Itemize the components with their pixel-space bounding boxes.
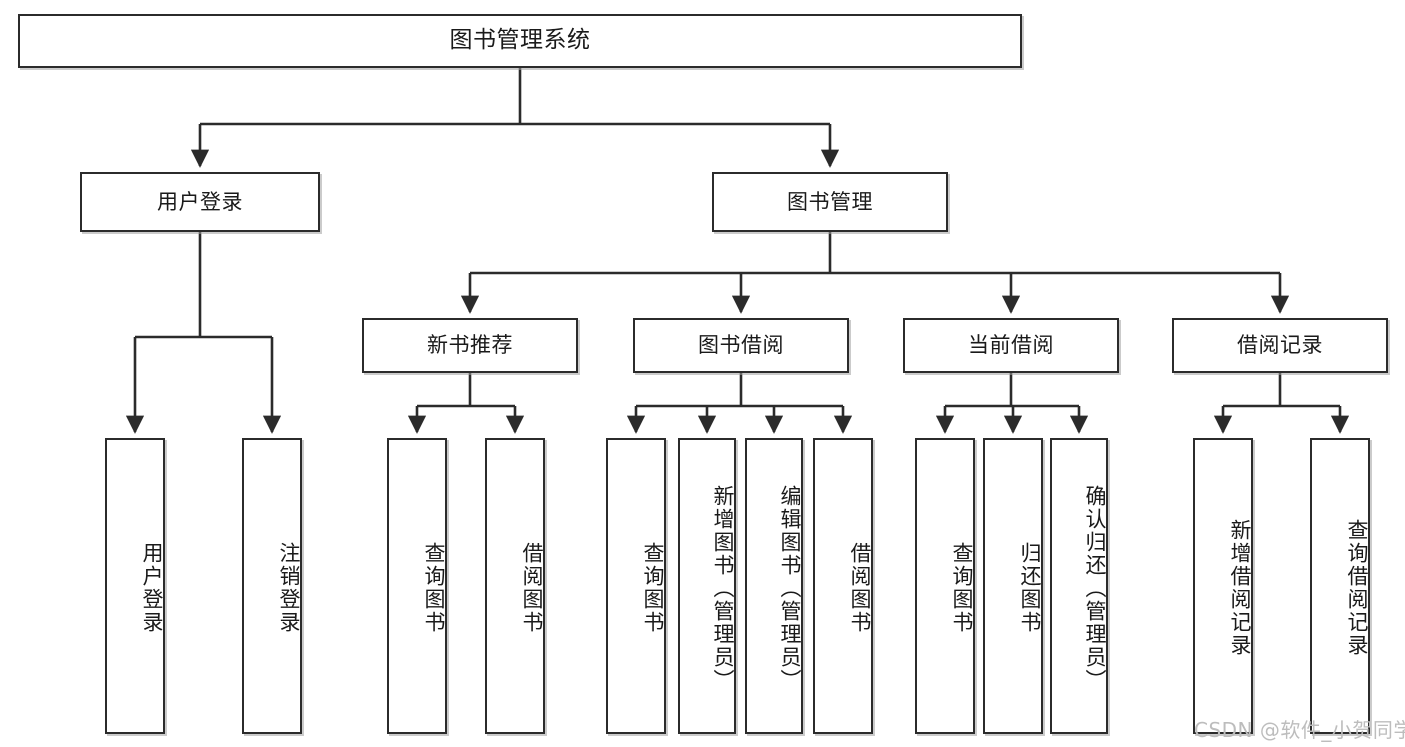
node-user-login-label: 用户登录 bbox=[157, 189, 243, 214]
node-book-borrow[interactable]: 图书借阅 bbox=[633, 318, 849, 373]
node-leaf-add-borrow-record[interactable]: 新增借阅记录 bbox=[1193, 438, 1253, 734]
node-leaf-return-book[interactable]: 归还图书 bbox=[983, 438, 1043, 734]
node-leaf-edit-book-admin[interactable]: 编辑图书（管理员） bbox=[745, 438, 803, 734]
node-leaf-query-book-recommend[interactable]: 查询图书 bbox=[387, 438, 447, 734]
node-root-label: 图书管理系统 bbox=[449, 27, 591, 54]
node-user-login[interactable]: 用户登录 bbox=[80, 172, 320, 232]
node-new-book-recommend-label: 新书推荐 bbox=[427, 333, 513, 358]
node-borrow-record-label: 借阅记录 bbox=[1237, 333, 1323, 358]
node-current-borrow-label: 当前借阅 bbox=[968, 333, 1054, 358]
node-leaf-return-book-label: 归还图书 bbox=[1018, 542, 1042, 634]
watermark-text: CSDN @软件_小贺同学 bbox=[1194, 718, 1405, 742]
node-leaf-query-book-borrow[interactable]: 查询图书 bbox=[606, 438, 666, 734]
node-root[interactable]: 图书管理系统 bbox=[18, 14, 1022, 68]
node-new-book-recommend[interactable]: 新书推荐 bbox=[362, 318, 578, 373]
node-leaf-borrow-book[interactable]: 借阅图书 bbox=[813, 438, 873, 734]
node-leaf-borrow-book-recommend-label: 借阅图书 bbox=[520, 542, 544, 634]
node-borrow-record[interactable]: 借阅记录 bbox=[1172, 318, 1388, 373]
node-leaf-query-book-current-label: 查询图书 bbox=[950, 542, 974, 634]
node-leaf-query-borrow-record-label: 查询借阅记录 bbox=[1345, 519, 1369, 657]
node-leaf-add-borrow-record-label: 新增借阅记录 bbox=[1228, 519, 1252, 657]
node-leaf-add-book-admin-label: 新增图书（管理员） bbox=[711, 484, 735, 692]
node-leaf-user-login-label: 用户登录 bbox=[140, 542, 164, 634]
node-current-borrow[interactable]: 当前借阅 bbox=[903, 318, 1119, 373]
node-leaf-edit-book-admin-label: 编辑图书（管理员） bbox=[778, 484, 802, 692]
node-leaf-borrow-book-recommend[interactable]: 借阅图书 bbox=[485, 438, 545, 734]
node-leaf-query-book-recommend-label: 查询图书 bbox=[422, 542, 446, 634]
node-leaf-borrow-book-label: 借阅图书 bbox=[848, 542, 872, 634]
node-leaf-query-book-borrow-label: 查询图书 bbox=[641, 542, 665, 634]
node-leaf-query-borrow-record[interactable]: 查询借阅记录 bbox=[1310, 438, 1370, 734]
node-leaf-logout-login-label: 注销登录 bbox=[277, 542, 301, 634]
watermark-csdn: CSDN @软件_小贺同学 bbox=[1194, 714, 1405, 743]
node-leaf-add-book-admin[interactable]: 新增图书（管理员） bbox=[678, 438, 736, 734]
node-leaf-query-book-current[interactable]: 查询图书 bbox=[915, 438, 975, 734]
node-book-manage[interactable]: 图书管理 bbox=[712, 172, 948, 232]
node-leaf-confirm-return-admin-label: 确认归还（管理员） bbox=[1083, 484, 1107, 692]
node-leaf-logout-login[interactable]: 注销登录 bbox=[242, 438, 302, 734]
node-leaf-user-login[interactable]: 用户登录 bbox=[105, 438, 165, 734]
node-book-manage-label: 图书管理 bbox=[787, 189, 873, 214]
node-leaf-confirm-return-admin[interactable]: 确认归还（管理员） bbox=[1050, 438, 1108, 734]
node-book-borrow-label: 图书借阅 bbox=[698, 333, 784, 358]
